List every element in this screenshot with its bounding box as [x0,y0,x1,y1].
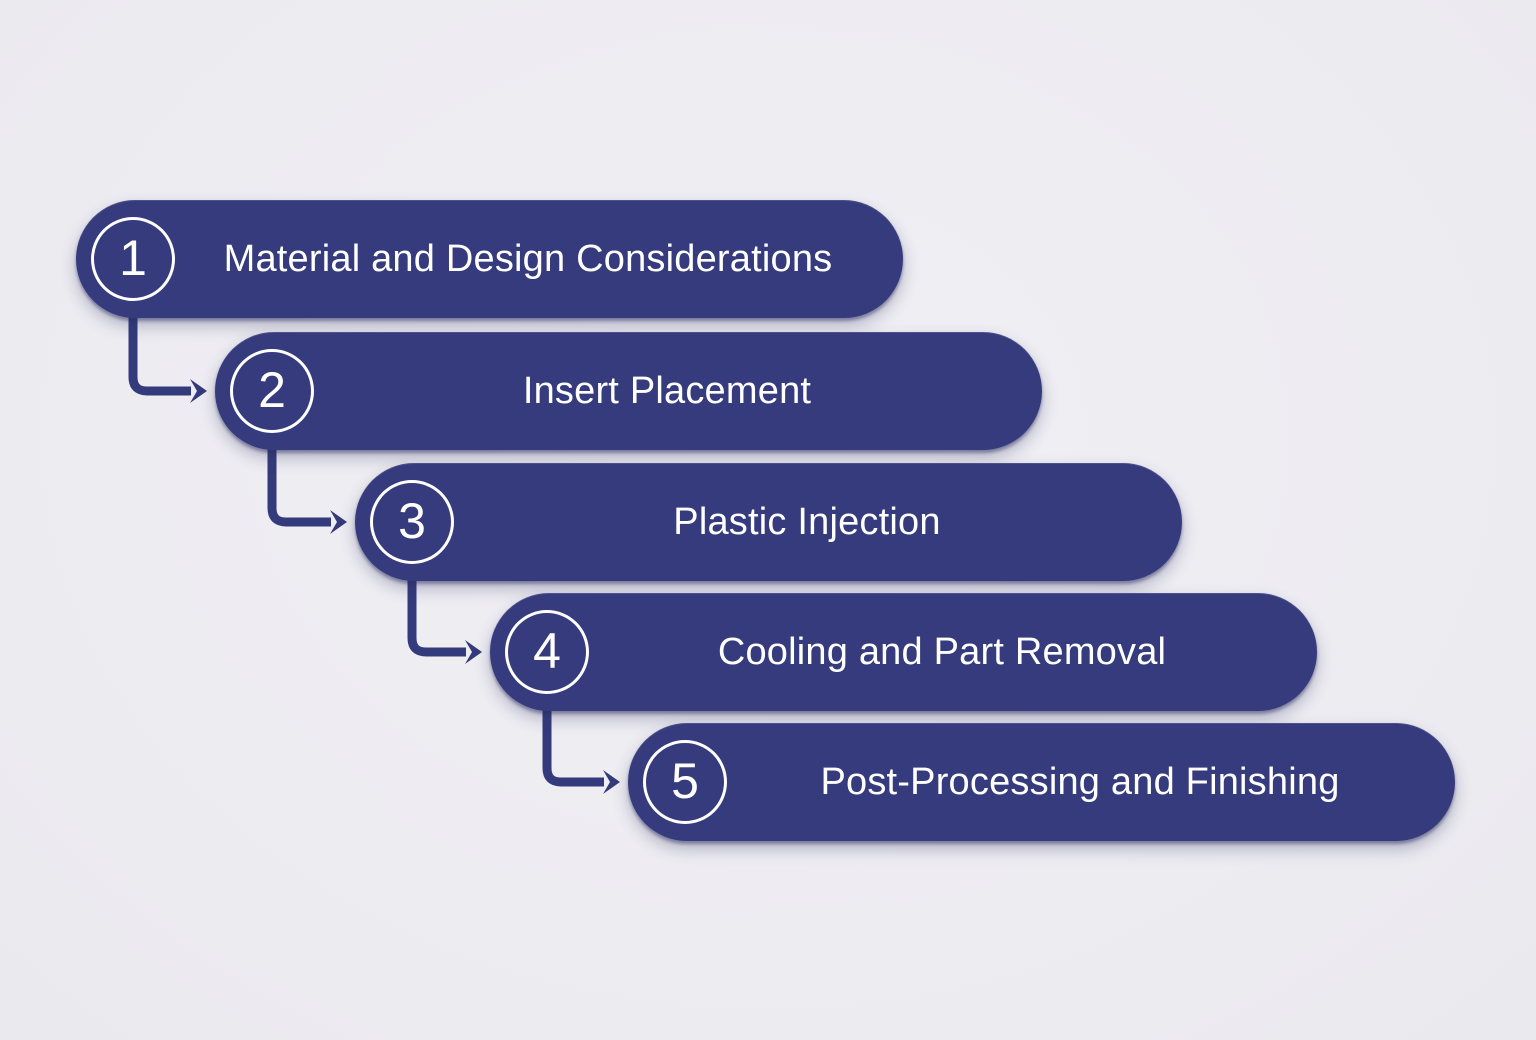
step-pill-4: 4 Cooling and Part Removal [490,593,1317,711]
connector-arrow-3-4 [407,577,482,664]
step-pill-5: 5 Post-Processing and Finishing [628,723,1455,841]
step-number: 1 [119,230,147,286]
step-number-circle: 3 [370,480,454,564]
step-number-circle: 2 [230,349,314,433]
step-pill-1: 1 Material and Design Considerations [76,200,903,318]
step-pill-2: 2 Insert Placement [215,332,1042,450]
step-number-circle: 4 [505,610,589,694]
step-number-circle: 5 [643,740,727,824]
step-label: Insert Placement [522,369,812,412]
step-label: Material and Design Considerations [223,237,833,280]
connector-arrow-4-5 [542,707,620,794]
connector-arrow-2-3 [267,446,347,534]
step-number-circle: 1 [91,217,175,301]
step-number: 2 [258,362,286,418]
step-label: Post-Processing and Finishing [820,760,1340,803]
step-number: 4 [533,623,561,679]
step-pill-3: 3 Plastic Injection [355,463,1182,581]
step-number: 5 [671,753,699,809]
step-label: Plastic Injection [673,500,941,543]
step-number: 3 [398,493,426,549]
step-label: Cooling and Part Removal [717,630,1167,673]
connector-arrow-1-2 [128,314,207,403]
